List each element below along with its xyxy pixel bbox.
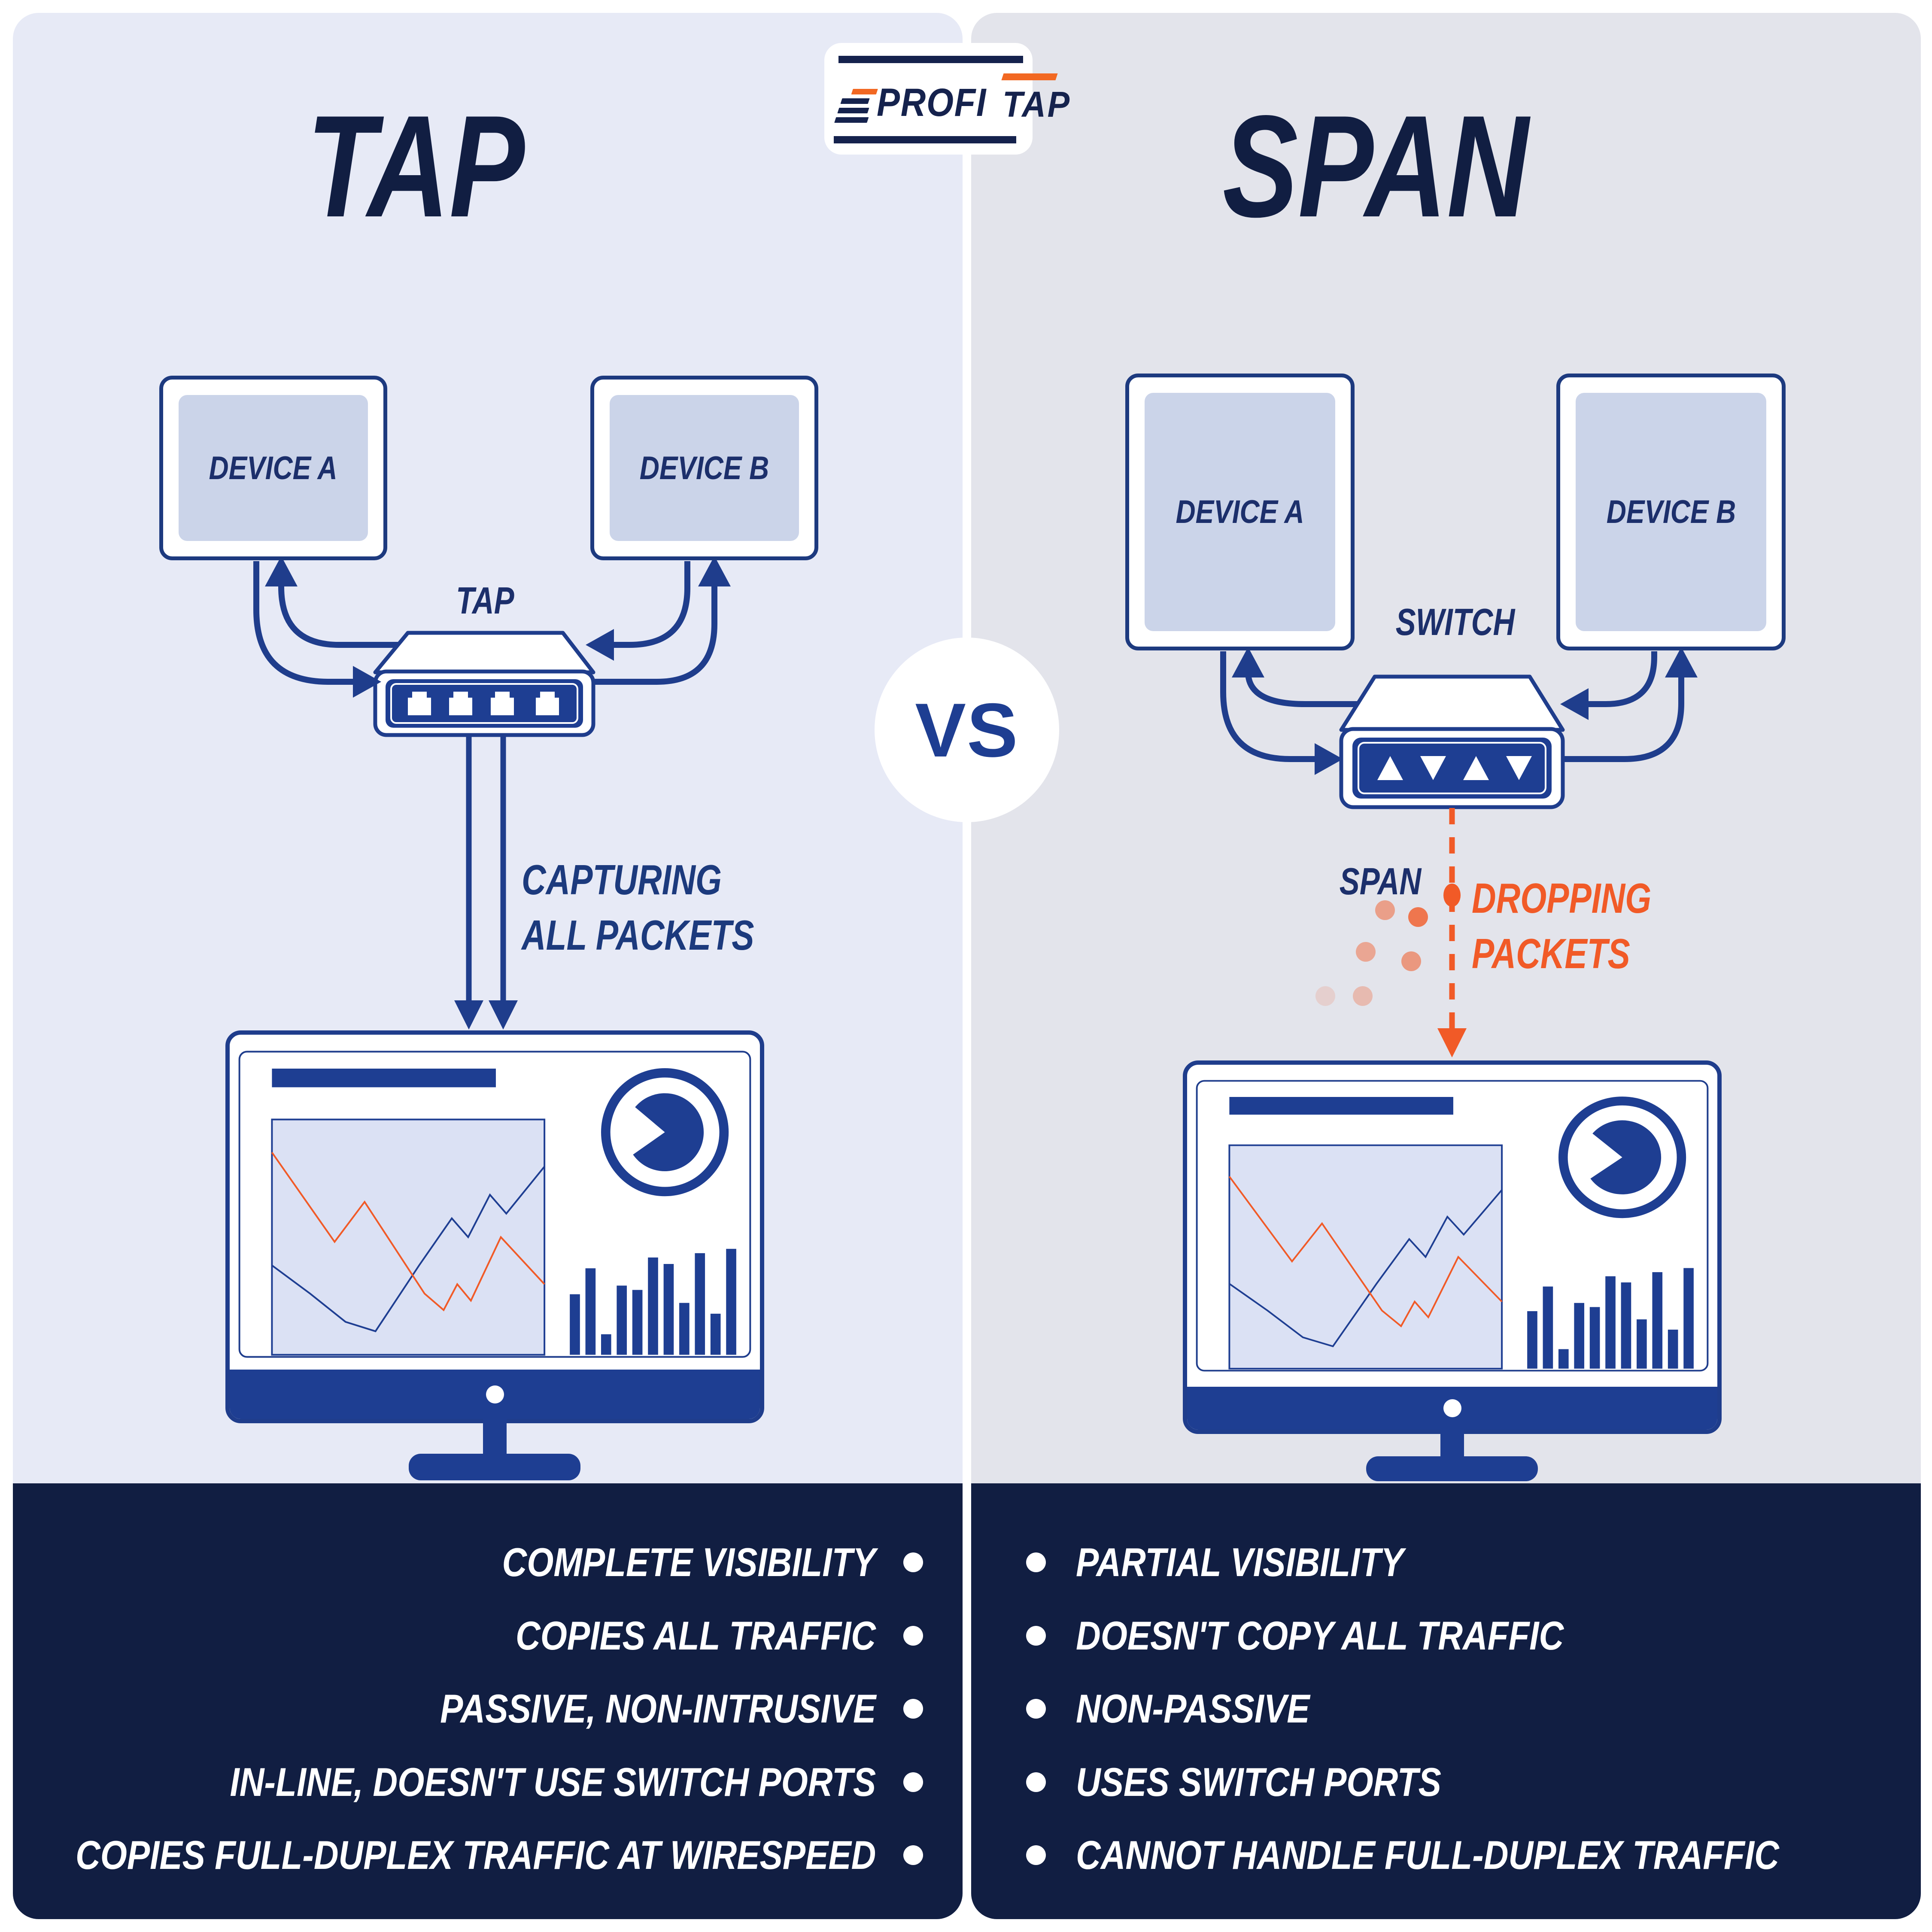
tap-device-a-label: DEVICE A bbox=[209, 450, 338, 486]
tap-benefits-footer: COMPLETE VISIBILITY COPIES ALL TRAFFIC P… bbox=[13, 1483, 963, 1919]
bullet-icon bbox=[903, 1625, 923, 1646]
logo-orange-bar bbox=[1001, 73, 1058, 80]
logo-profi-text: PROFI bbox=[877, 81, 987, 125]
span-device-b-label: DEVICE B bbox=[1606, 494, 1736, 530]
monitor-screen-dashboard bbox=[1196, 1080, 1709, 1372]
tap-device-a-box: DEVICE A bbox=[159, 376, 387, 560]
monitor-screen-dashboard bbox=[238, 1051, 751, 1358]
list-item: COMPLETE VISIBILITY bbox=[13, 1539, 963, 1586]
monitor-base bbox=[1366, 1456, 1538, 1481]
logo-speed-lines-icon bbox=[834, 89, 878, 123]
list-item: NON-PASSIVE bbox=[971, 1686, 1921, 1732]
scattered-packet-dots bbox=[1315, 900, 1428, 1006]
span-port-label: SPAN bbox=[1339, 860, 1422, 902]
span-device-a-label: DEVICE A bbox=[1176, 494, 1304, 530]
bullet-icon bbox=[903, 1699, 923, 1719]
span-device-b-box: DEVICE B bbox=[1556, 374, 1786, 650]
tap-title: TAP bbox=[307, 85, 525, 247]
tap-device bbox=[373, 631, 595, 737]
tap-port-icons bbox=[408, 692, 559, 715]
logo-tap-text: TAP bbox=[1002, 84, 1071, 125]
vs-badge: VS bbox=[875, 638, 1059, 822]
switch-device bbox=[1339, 674, 1565, 809]
monitor-base bbox=[409, 1454, 580, 1480]
list-item: COPIES FULL-DUPLEX TRAFFIC AT WIRESPEED bbox=[13, 1832, 963, 1878]
bullet-icon bbox=[1026, 1845, 1046, 1865]
logo-bottom-bar bbox=[834, 136, 1016, 143]
monitor-stand bbox=[1440, 1430, 1464, 1460]
logo-top-bar bbox=[838, 56, 1023, 63]
packet-dot bbox=[1443, 884, 1461, 907]
monitor-bezel bbox=[1187, 1387, 1717, 1430]
bullet-icon bbox=[1026, 1552, 1046, 1572]
monitor-bezel bbox=[230, 1370, 760, 1419]
bullet-icon bbox=[1026, 1625, 1046, 1646]
switch-triangle-icons bbox=[1377, 756, 1532, 780]
monitor-stand bbox=[483, 1419, 507, 1458]
tap-device-b-box: DEVICE B bbox=[590, 376, 818, 560]
tap-connection-lines bbox=[253, 561, 717, 1001]
span-device-a-box: DEVICE A bbox=[1125, 374, 1355, 650]
dropping-packets-flow bbox=[1315, 808, 1467, 1057]
vs-text: VS bbox=[915, 687, 1019, 773]
bullet-icon bbox=[903, 1552, 923, 1572]
span-monitor bbox=[1183, 1060, 1722, 1481]
tap-device-label: TAP bbox=[456, 579, 514, 622]
bullet-icon bbox=[1026, 1772, 1046, 1792]
bullet-icon bbox=[903, 1772, 923, 1792]
tap-device-b-label: DEVICE B bbox=[639, 450, 769, 486]
switch-device-label: SWITCH bbox=[1396, 601, 1515, 643]
bullet-icon bbox=[903, 1845, 923, 1865]
list-item: DOESN'T COPY ALL TRAFFIC bbox=[971, 1613, 1921, 1659]
bullet-icon bbox=[1026, 1699, 1046, 1719]
list-item: CANNOT HANDLE FULL-DUPLEX TRAFFIC bbox=[971, 1832, 1921, 1878]
monitor-power-dot bbox=[486, 1385, 504, 1403]
list-item: USES SWITCH PORTS bbox=[971, 1759, 1921, 1805]
monitor-power-dot bbox=[1443, 1399, 1461, 1417]
tap-monitor bbox=[225, 1030, 764, 1480]
list-item: COPIES ALL TRAFFIC bbox=[13, 1613, 963, 1659]
list-item: PARTIAL VISIBILITY bbox=[971, 1539, 1921, 1586]
span-drawbacks-footer: PARTIAL VISIBILITY DOESN'T COPY ALL TRAF… bbox=[971, 1483, 1921, 1919]
list-item: PASSIVE, NON-INTRUSIVE bbox=[13, 1686, 963, 1732]
span-title: SPAN bbox=[1222, 85, 1529, 247]
arrowheads bbox=[265, 556, 1698, 1030]
profitap-logo: PROFI TAP bbox=[824, 43, 1069, 155]
list-item: IN-LINE, DOESN'T USE SWITCH PORTS bbox=[13, 1759, 963, 1805]
